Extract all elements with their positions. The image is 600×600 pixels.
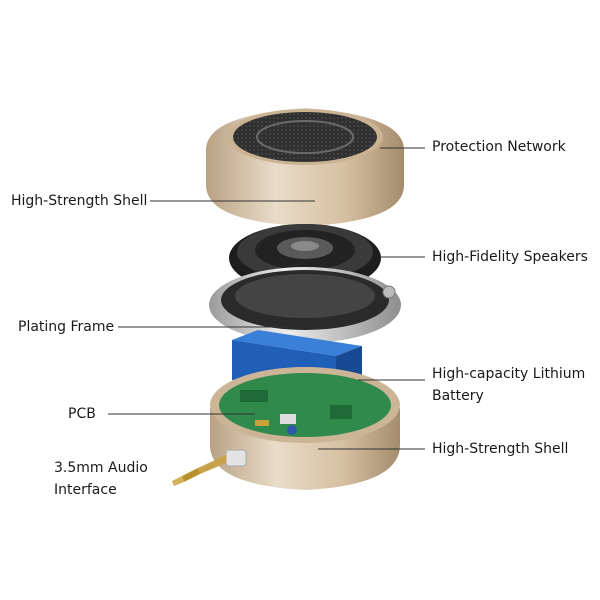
label-plating-frame: Plating Frame <box>18 319 115 335</box>
audio-jack <box>172 449 247 486</box>
label-audio-interface: 3.5mm Audio Interface <box>54 460 148 498</box>
pcb-board <box>219 373 391 437</box>
label-protection-network: Protection Network <box>432 139 566 155</box>
label-high-strength-shell-top: High-Strength Shell <box>11 193 148 209</box>
protection-grille <box>233 112 377 162</box>
label-lithium-battery: High-capacity Lithium Battery <box>432 366 586 404</box>
top-shell <box>206 108 404 226</box>
label-high-fidelity-speakers: High-Fidelity Speakers <box>432 249 588 265</box>
label-high-strength-shell-bottom: High-Strength Shell <box>432 441 569 457</box>
bottom-shell <box>210 367 400 490</box>
leader-lines <box>108 147 425 450</box>
plating-frame <box>209 267 401 343</box>
label-pcb: PCB <box>68 406 96 422</box>
